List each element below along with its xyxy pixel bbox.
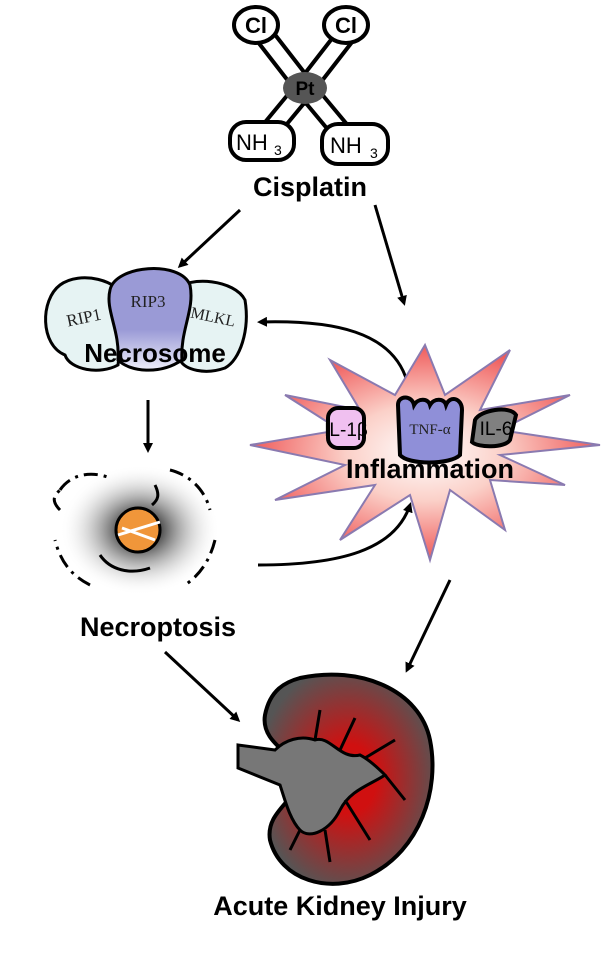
- arrow-cisplatin-necrosome: [177, 208, 242, 269]
- rip3-label: RIP3: [131, 292, 166, 311]
- rip1-protein: [44, 276, 127, 372]
- arrows: [143, 204, 452, 723]
- arrow-inflammation-necrosome: [257, 316, 410, 386]
- nh3-right-subscript: 3: [370, 145, 378, 161]
- aki-label: Acute Kidney Injury: [213, 891, 467, 921]
- arrow-necroptosis-inflammation: [257, 502, 413, 567]
- rip3-protein: [107, 267, 193, 372]
- necrosome-complex: RIP1 RIP3 MLKL Necrosome: [44, 267, 248, 373]
- inflammation-label: Inflammation: [346, 454, 514, 484]
- arrow-necroptosis-aki: [163, 650, 241, 723]
- nh3-left-subscript: 3: [274, 142, 282, 158]
- kidney: Acute Kidney Injury: [213, 672, 467, 921]
- nh3-right-label: NH: [330, 133, 362, 158]
- mlkl-protein: [173, 279, 248, 373]
- inflammation-burst: IL-1β TNF-α IL-6 Inflammation: [249, 342, 601, 564]
- cl-left-label: Cl: [245, 13, 267, 38]
- tnfa-label: TNF-α: [409, 422, 450, 438]
- pt-label: Pt: [296, 79, 316, 100]
- il6-protein: [469, 407, 519, 449]
- arrow-inflammation-aki: [405, 579, 452, 673]
- necrosome-label: Necrosome: [84, 338, 226, 368]
- cl-right-label: Cl: [335, 13, 357, 38]
- il6-label: IL-6: [480, 419, 513, 440]
- cisplatin-molecule: Cl Cl Pt NH 3 NH 3 Cisplatin: [228, 5, 390, 202]
- tnfa-protein: [395, 395, 465, 465]
- arrow-cisplatin-inflammation: [373, 204, 407, 306]
- nh3-left-label: NH: [236, 130, 268, 155]
- il1b-label: IL-1β: [324, 420, 368, 441]
- necroptotic-cell: Necroptosis: [52, 465, 236, 642]
- il1b-protein: [326, 406, 366, 450]
- cisplatin-label: Cisplatin: [253, 172, 367, 202]
- necroptosis-label: Necroptosis: [80, 612, 236, 642]
